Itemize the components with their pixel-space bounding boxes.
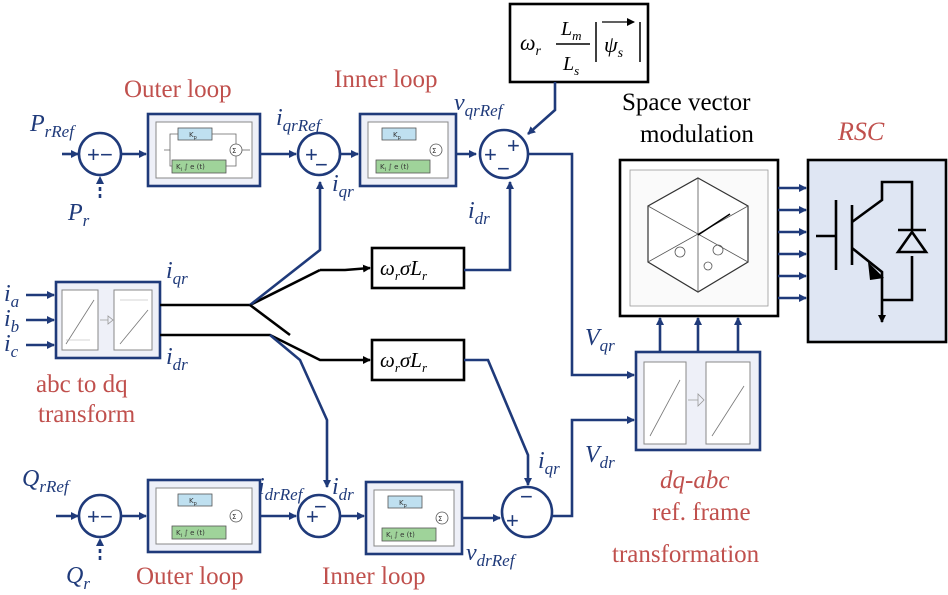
svg-text:+: + — [506, 508, 519, 533]
inner-loop-top-label: Inner loop — [334, 66, 437, 93]
idr-output-label: idr — [166, 344, 188, 374]
vdr-ref-label: vdrRef — [466, 540, 517, 570]
abc-dq-label-1: abc to dq — [36, 371, 128, 398]
inner-loop-pi-bottom: Kp Ki ∫ e (t) Σ — [364, 480, 464, 556]
sum-junction-q: + − — [77, 493, 123, 539]
vqr-label: Vqr — [585, 325, 615, 355]
iqr-label-bottom: iqr — [538, 448, 560, 478]
sum-junction-vqr: + + − — [478, 128, 530, 181]
outer-loop-pi-bottom: Kp Ki ∫ e (t) Σ — [146, 478, 262, 554]
svm-label-1: Space vector — [622, 89, 751, 116]
omega-sigma-lr-block-top: ωrσLr — [370, 246, 466, 290]
svg-text:−: − — [100, 504, 113, 529]
svg-text:ωr: ωr — [520, 30, 542, 59]
idr-ref-label: idrRef — [258, 474, 305, 504]
svm-label-2: modulation — [640, 121, 754, 148]
idr-feedback-label: idr — [332, 474, 354, 504]
svg-text:Σ: Σ — [232, 513, 236, 521]
svg-text:−: − — [497, 156, 510, 181]
svg-text:−: − — [315, 152, 328, 177]
wire-omega-bottom-sum4 — [464, 358, 532, 486]
svg-text:Lm: Lm — [560, 18, 582, 43]
dq-abc-label-3: transformation — [612, 541, 760, 568]
ib-label: ib — [4, 306, 19, 336]
vqr-ref-label: vqrRef — [454, 90, 505, 120]
svg-text:Ki ∫ e (t): Ki ∫ e (t) — [176, 163, 205, 173]
wire-idr-to-omega-bottom — [160, 333, 371, 364]
abc-dq-label-2: transform — [38, 401, 136, 428]
svg-text:+: + — [507, 133, 520, 158]
svg-text:+: + — [305, 142, 318, 167]
wire-iqr-to-omega-top — [320, 264, 371, 273]
svg-text:−: − — [100, 142, 113, 167]
sum-junction-p: + − — [77, 131, 123, 177]
idr-label-top: idr — [468, 198, 490, 228]
wire-iqr-to-sum2 — [249, 181, 324, 307]
svg-text:Σ: Σ — [438, 515, 442, 523]
vdr-label: Vdr — [585, 442, 615, 472]
svg-text:+: + — [87, 142, 100, 167]
svg-text:−: − — [520, 484, 533, 509]
wire-cross-a — [249, 303, 291, 337]
outer-loop-pi-top: Kp Ki ∫ e (t) Σ — [146, 112, 262, 188]
svm-block — [618, 158, 780, 318]
dq-abc-label-2: ref. frame — [652, 499, 751, 526]
outer-loop-top-label: Outer loop — [124, 76, 232, 103]
inner-loop-pi-top: Kp Ki ∫ e (t) Σ — [358, 112, 458, 188]
inner-loop-bottom-label: Inner loop — [322, 563, 425, 590]
svg-text:Ki ∫ e (t): Ki ∫ e (t) — [386, 531, 415, 541]
svg-text:ωrσLr: ωrσLr — [380, 348, 428, 375]
sum-junction-idr: + − — [296, 493, 342, 539]
outer-loop-bottom-label: Outer loop — [136, 563, 244, 590]
svg-text:Σ: Σ — [232, 147, 236, 155]
omega-sigma-lr-block-bottom: ωrσLr — [370, 338, 466, 382]
svg-text:Kp: Kp — [189, 131, 197, 141]
svg-text:Ki ∫ e (t): Ki ∫ e (t) — [380, 163, 409, 173]
sum-junction-vdr: + − — [500, 484, 554, 539]
svg-text:Kp: Kp — [189, 497, 197, 507]
svg-text:+: + — [306, 504, 319, 529]
svg-text:+: + — [87, 504, 100, 529]
iqr-feedback-label: iqr — [332, 171, 354, 201]
svg-text:+: + — [484, 142, 497, 167]
svg-text:Ls: Ls — [562, 53, 579, 78]
svg-text:−: − — [314, 494, 327, 519]
q-ref-label: QrRef — [22, 466, 71, 496]
dq-abc-label: dq-abc — [660, 467, 729, 494]
wire-vdr-to-dqabc — [552, 416, 635, 518]
wire-omega-top-sum3 — [464, 181, 514, 272]
dq-abc-block — [634, 350, 762, 452]
ia-label: ia — [4, 281, 19, 311]
p-meas-label: Pr — [67, 200, 90, 230]
iqr-output-label: iqr — [166, 258, 188, 288]
svg-text:Ki ∫ e (t): Ki ∫ e (t) — [176, 529, 205, 539]
p-ref-label: PrRef — [29, 111, 76, 141]
wire-vqr-to-dqabc — [528, 152, 635, 379]
abc-to-dq-block — [54, 280, 162, 360]
ic-label: ic — [4, 331, 19, 361]
rsc-block — [806, 158, 948, 344]
svg-text:Kp: Kp — [393, 131, 401, 141]
svg-text:Σ: Σ — [432, 147, 436, 155]
wire-stator-term-sum3 — [527, 82, 557, 135]
rsc-label: RSC — [837, 117, 885, 146]
svg-text:ωrσLr: ωrσLr — [380, 256, 428, 283]
iqr-ref-label: iqrRef — [276, 105, 323, 135]
stator-flux-term-block: ωr Lm Ls ψs — [508, 2, 650, 84]
wire-idr-to-sum-bottom — [269, 334, 331, 488]
q-meas-label: Qr — [66, 563, 90, 593]
svg-text:ψs: ψs — [604, 32, 624, 61]
svg-text:Kp: Kp — [399, 499, 407, 509]
